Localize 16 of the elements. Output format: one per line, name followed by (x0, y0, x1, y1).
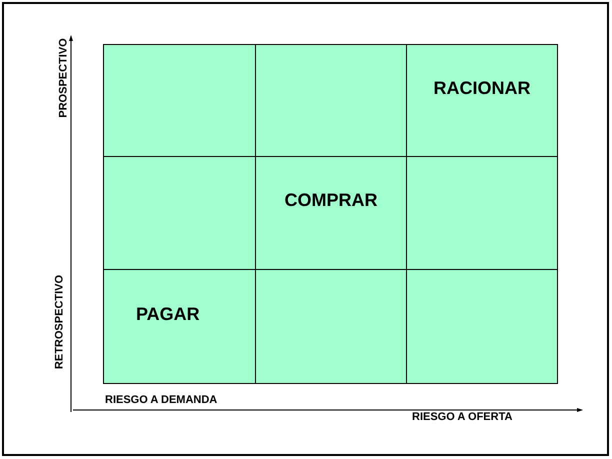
axis-label: RIESGO A OFERTA (412, 412, 512, 423)
axis-label: PROSPECTIVO (58, 38, 70, 118)
matrix-cell (406, 156, 558, 270)
matrix-cell (255, 44, 407, 157)
matrix-cell (103, 269, 256, 384)
cell-label: RACIONAR (434, 79, 530, 97)
cell-label: PAGAR (136, 305, 200, 323)
matrix-cell (255, 156, 407, 270)
cell-label: COMPRAR (284, 191, 378, 209)
matrix-cell (406, 44, 558, 157)
matrix-cell (406, 269, 558, 384)
axis-label: RIESGO A DEMANDA (105, 395, 218, 406)
matrix-cell (103, 156, 256, 270)
matrix-cell (103, 44, 256, 157)
axis-label: RETROSPECTIVO (54, 274, 66, 370)
matrix-cell (255, 269, 407, 384)
